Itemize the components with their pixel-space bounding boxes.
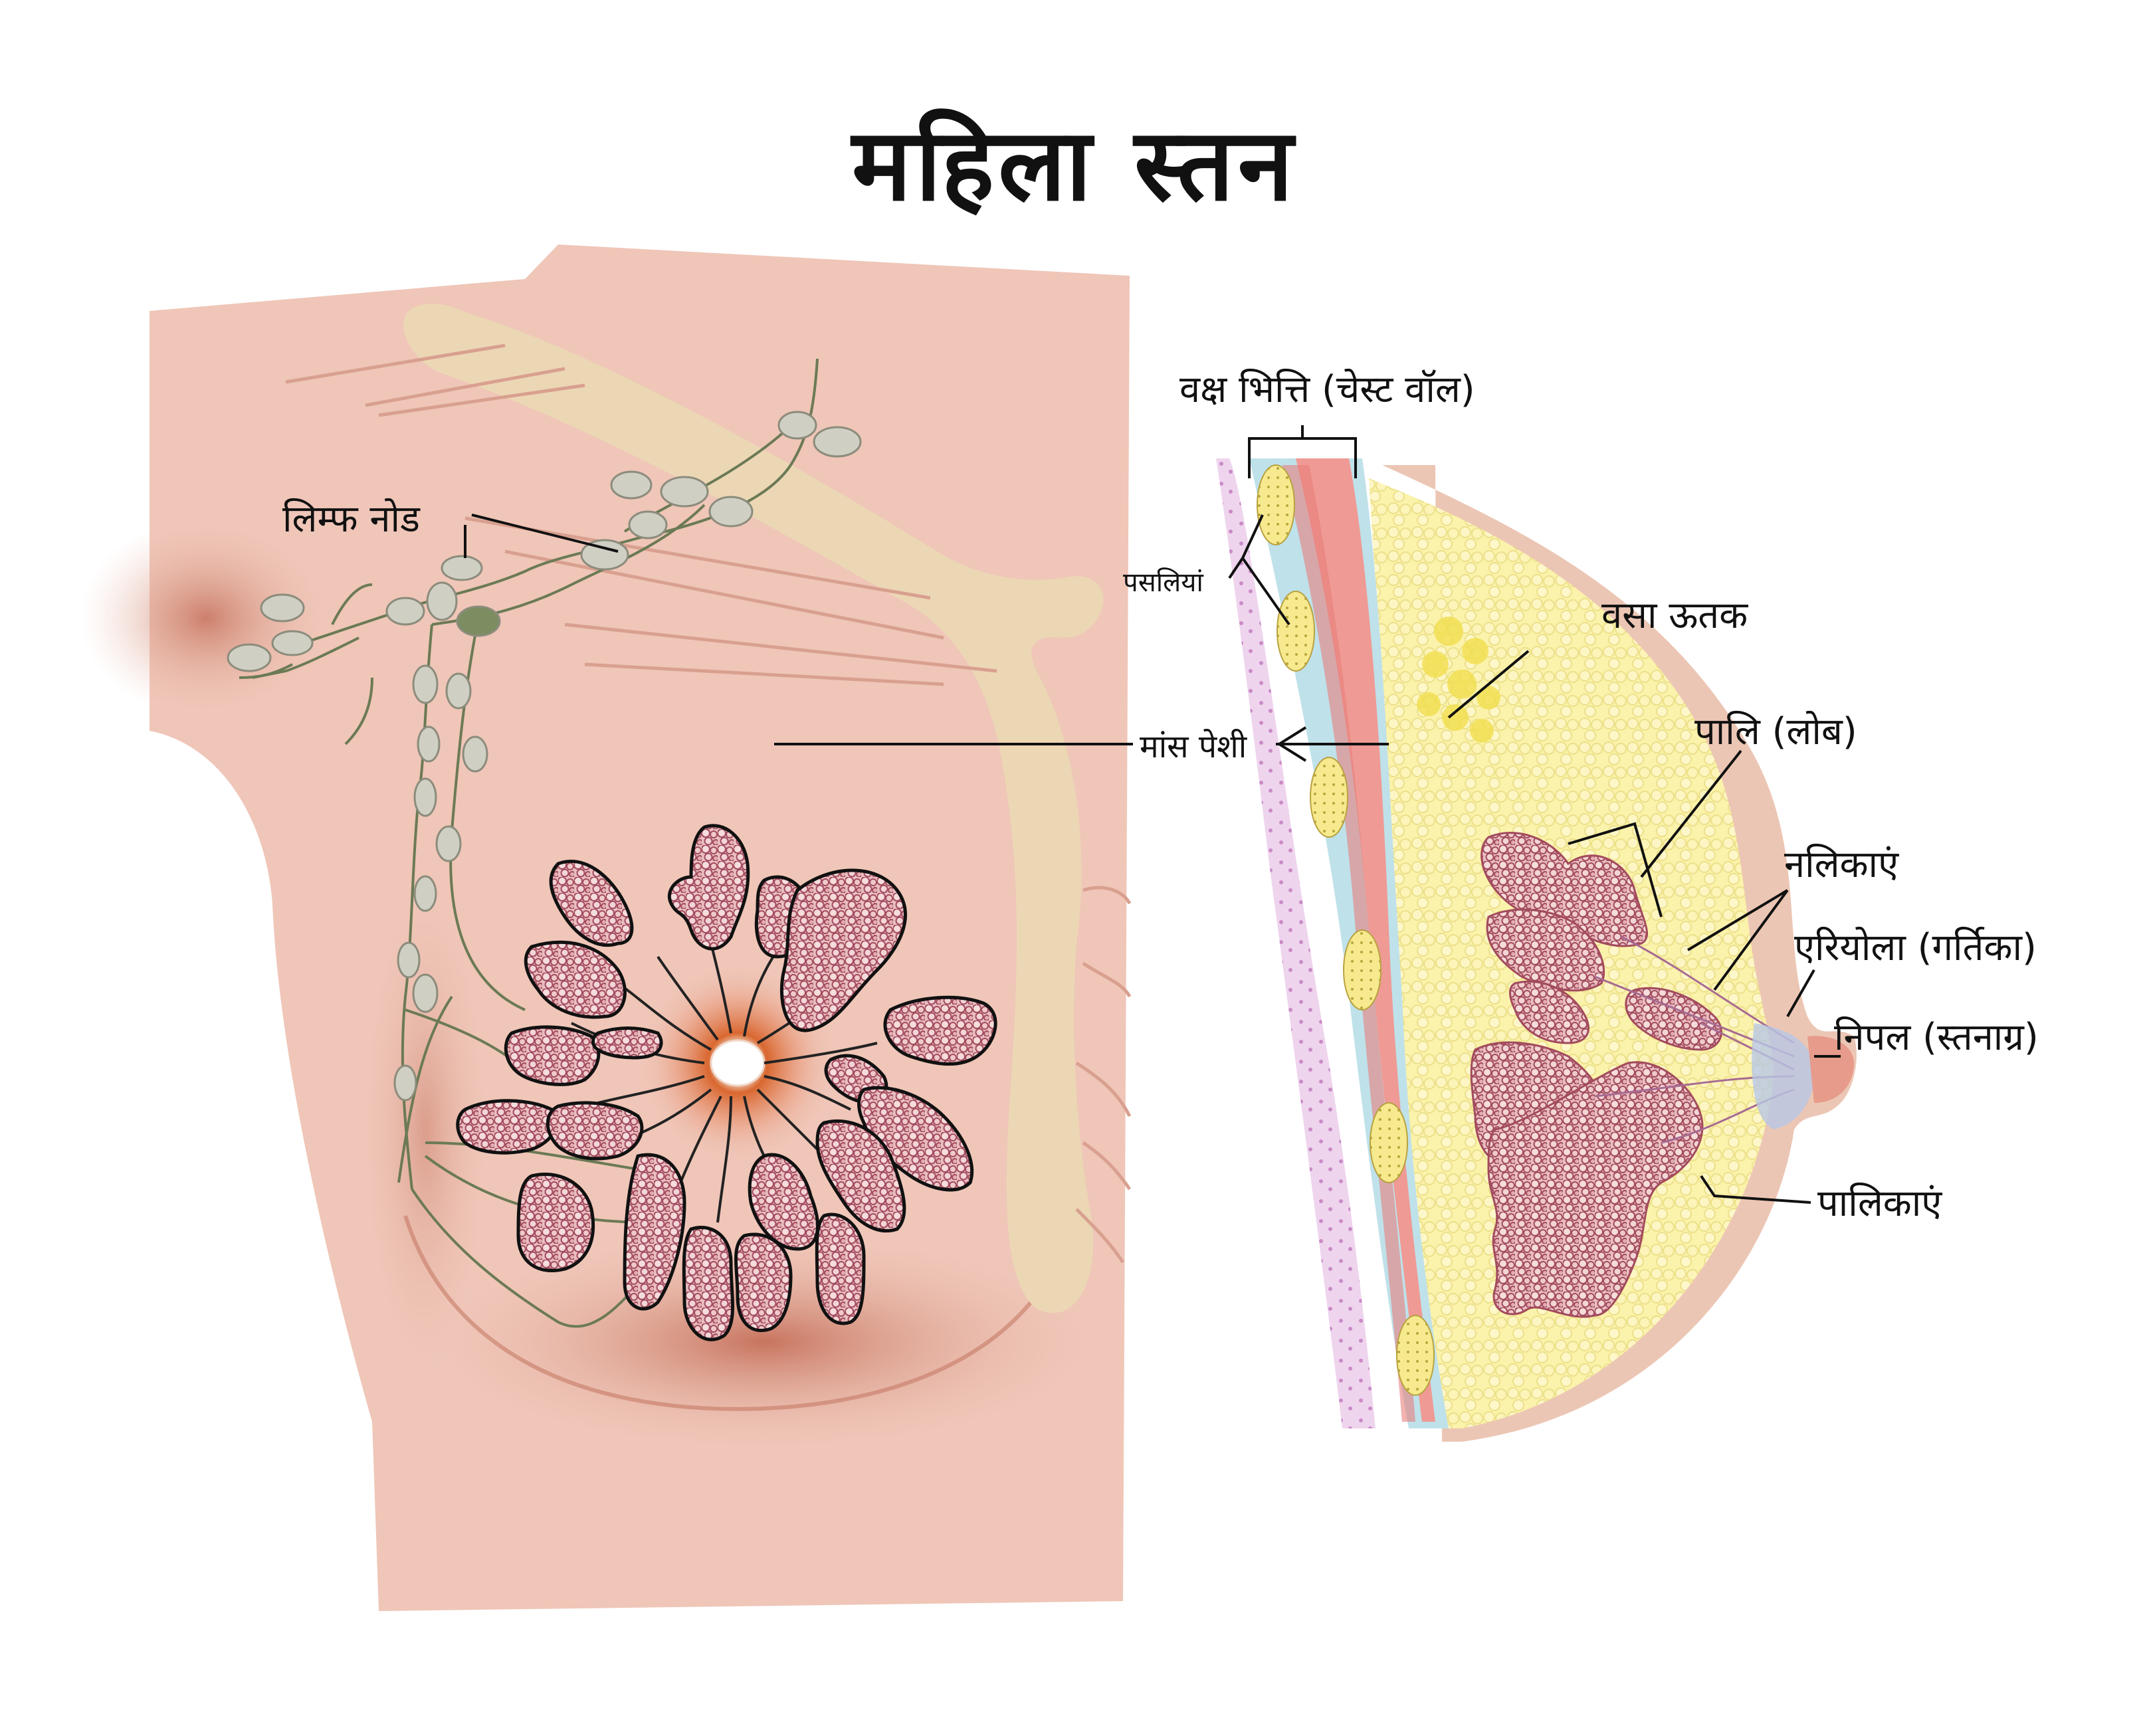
lobe [883,995,997,1066]
label-lobe: पालि (लोब) [1694,710,1857,753]
lymph-node [426,581,458,621]
labels: लिम्फ नोड वक्ष भित्ति (चेस्ट वॉल) पसलिया… [282,368,2039,1225]
skin-layer-purple [1216,458,1376,1428]
leader-lines [464,425,1841,1204]
lymph-node [413,777,437,817]
lobe [779,868,907,1032]
rib [1396,1315,1435,1396]
leader-lobules [1700,1175,1811,1204]
rib [1343,929,1382,1011]
lymph-node [227,643,272,672]
lobes-front [456,824,997,1341]
lymph-node [435,825,462,862]
lymph-node [397,941,421,979]
areola-side [1752,1023,1815,1129]
lobe [857,1086,974,1192]
under-breast-shadow [419,1229,1110,1455]
lobe [1625,987,1722,1051]
lymph-node [413,875,437,912]
nipple-side [1807,1036,1854,1103]
lymph-node [580,539,629,571]
lobe [748,1153,819,1251]
leader-chest-wall-bracket [1248,425,1357,478]
lymph-node [456,605,501,637]
lymph-node [260,593,305,623]
leader-lobe [1568,749,1742,917]
lymph-node [660,476,709,508]
lobe [549,859,634,947]
lobe [682,1225,734,1341]
label-fat-tissue: वसा ऊतक [1601,594,1748,637]
lymph-node [412,664,439,704]
clavicle-bone [403,304,1104,1313]
lymph-node [628,510,668,539]
label-chest-wall: वक्ष भित्ति (चेस्ट वॉल) [1179,368,1475,411]
lobe [623,1153,686,1311]
lobe [1486,908,1605,992]
page-title: महिला स्तन [851,108,1298,223]
lobes-side [1470,832,1722,1318]
ribs [1257,464,1435,1396]
breast-side-shadow [359,877,492,1382]
leader-lymph-nodes [471,514,619,553]
lobe [524,940,627,1019]
lymph-node [441,555,483,581]
label-areola: एरियोला (गर्तिका) [1794,926,2037,969]
lobe [1509,980,1589,1044]
side-view [1216,458,1857,1442]
lymph-node [445,672,472,710]
dense-fat-cluster [1417,617,1500,743]
lobe [546,1101,644,1161]
rib [1277,591,1315,672]
rib [1310,757,1348,838]
leader-ducts [1687,889,1789,991]
rib [1257,464,1295,545]
lymph-node [813,426,862,458]
lobe [504,1025,601,1086]
lymph-node [777,411,817,440]
leader-ribs [1228,514,1290,626]
lobe [734,1232,793,1332]
lymph-node [385,597,425,626]
armpit-shadow [80,518,332,718]
label-muscle: मांस पेशी [1140,728,1248,765]
lobe [456,1099,559,1155]
rib-contours [1075,886,1132,1264]
leader-areola [1786,969,1815,1017]
lobe [1487,1061,1704,1318]
label-ducts: नलिकाएं [1784,843,1899,886]
label-ribs: पसलियां [1123,567,1203,598]
muscle-layer-inner [1282,465,1415,1422]
lymph-node [610,470,653,500]
rib [1370,1102,1408,1183]
breast-contour [403,1215,1072,1411]
lobe [591,1026,663,1060]
leader-muscle-right [1276,726,1389,762]
label-lymph-nodes: लिम्फ नोड [282,498,421,541]
label-nipple: निपल (स्तनाग्र) [1834,1016,2039,1059]
lobe [667,824,750,951]
lymph-nodes [227,411,862,1102]
lobe [516,1172,595,1273]
lobe [1481,832,1649,947]
lymph-node [393,1064,417,1102]
label-lobules: पालिकाएं [1817,1182,1942,1225]
lobe [815,1212,866,1325]
lymph-node [271,630,314,656]
lymph-node [417,725,441,763]
leader-fat-tissue [1447,650,1530,719]
lymph-node [412,973,439,1013]
front-view [80,244,1132,1611]
lymph-node [462,735,488,773]
lymph-node [708,496,754,528]
muscle-layer [1296,458,1435,1422]
nipple-front [710,1039,766,1087]
lobe [815,1119,906,1233]
